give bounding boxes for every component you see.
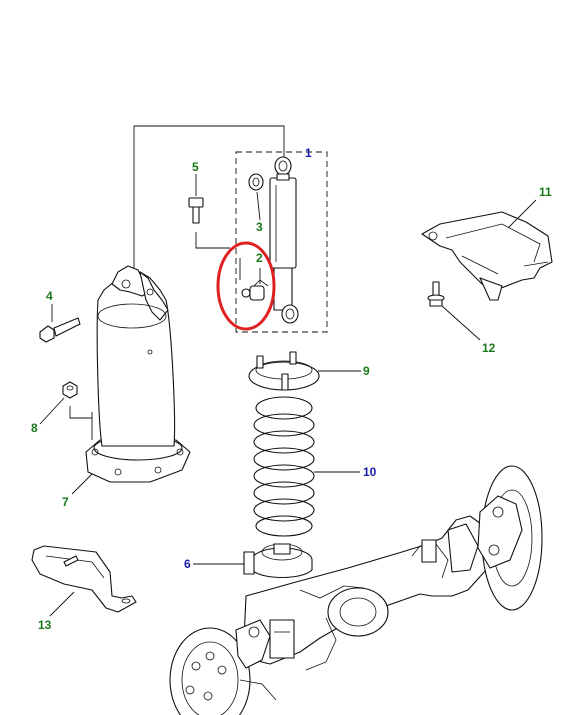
callout-11[interactable]: 11 <box>539 185 552 199</box>
flange-bolt[interactable] <box>427 281 481 341</box>
callout-3[interactable]: 3 <box>256 220 263 234</box>
callout-5[interactable]: 5 <box>192 160 199 174</box>
callout-13[interactable]: 13 <box>38 618 52 632</box>
shock-absorber[interactable] <box>269 156 299 324</box>
axle-assembly <box>169 465 543 715</box>
turret-bolt[interactable] <box>39 304 81 343</box>
callout-7[interactable]: 7 <box>62 495 69 509</box>
callout-10[interactable]: 10 <box>363 465 377 479</box>
mounting-plate[interactable] <box>31 545 137 617</box>
nut[interactable] <box>39 381 78 425</box>
callout-4[interactable]: 4 <box>46 289 53 303</box>
callout-9[interactable]: 9 <box>363 364 370 378</box>
callout-2[interactable]: 2 <box>256 251 263 265</box>
callout-labels: 1 2 3 4 5 6 7 8 9 10 11 12 13 <box>31 146 552 632</box>
assembly-guide-lines <box>69 125 328 440</box>
callout-6[interactable]: 6 <box>184 557 191 571</box>
callout-8[interactable]: 8 <box>31 421 38 435</box>
bracket[interactable] <box>421 199 553 301</box>
lower-spring-seat[interactable] <box>193 543 313 578</box>
callout-12[interactable]: 12 <box>482 341 496 355</box>
shock-bolt[interactable] <box>188 174 204 224</box>
coil-spring[interactable] <box>253 396 360 537</box>
highlight-ring <box>216 241 276 331</box>
lower-bush[interactable] <box>241 268 269 301</box>
turret[interactable] <box>71 265 191 495</box>
callout-1[interactable]: 1 <box>305 146 312 160</box>
upper-spring-seat[interactable] <box>248 351 361 391</box>
upper-bush[interactable] <box>248 173 264 221</box>
